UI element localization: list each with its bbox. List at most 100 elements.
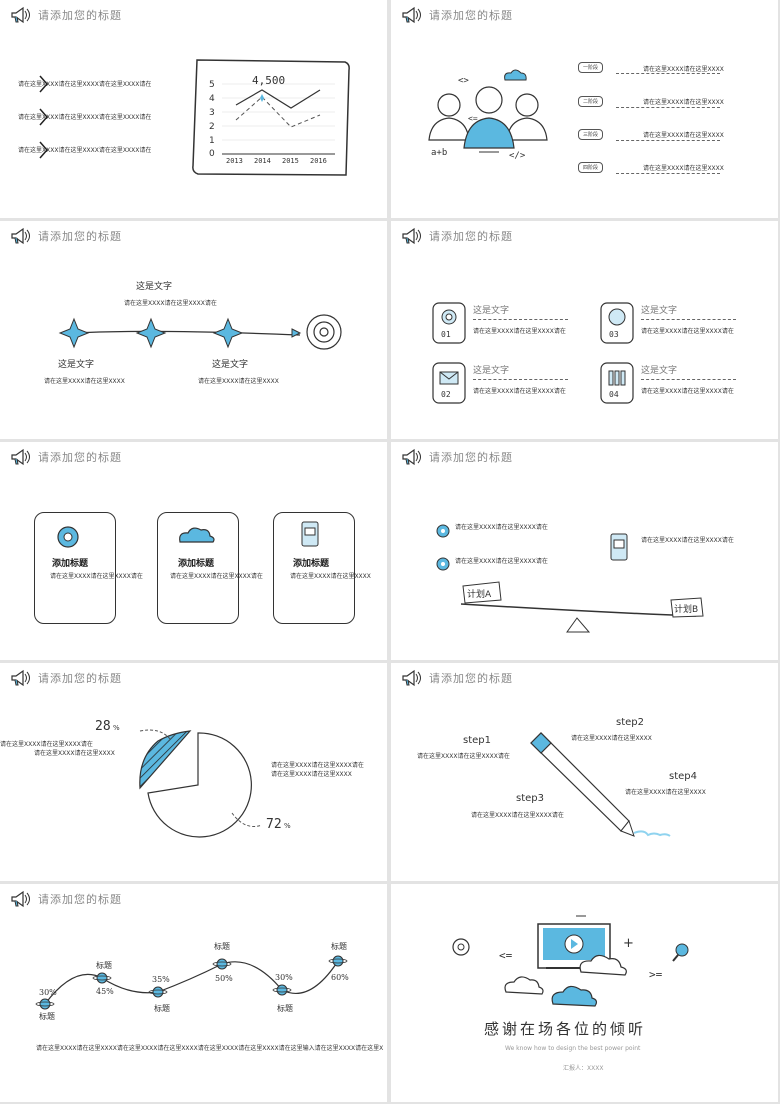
stage-tag: 二阶段	[578, 96, 604, 107]
y-tick: 4	[209, 94, 215, 104]
y-tick: 3	[209, 108, 215, 118]
slide-10[interactable]: <= >= + 感谢在场各位的倾听 We know how to design …	[391, 884, 778, 1102]
box-number: 01	[441, 330, 451, 339]
point-label: 标题	[331, 942, 347, 951]
card-title: 添加标题	[293, 559, 330, 569]
divider	[473, 319, 568, 320]
card-text: 请在这里XXXX请在这里XXXX请在	[170, 573, 263, 580]
percent-sign: %	[284, 822, 291, 830]
divider	[616, 173, 720, 174]
box-number: 03	[609, 330, 619, 339]
point-value: 50%	[215, 974, 233, 983]
plan-b-label: 计划B	[674, 605, 699, 615]
timeline-label: 这是文字	[136, 282, 173, 292]
phone-mail-icon	[301, 521, 319, 547]
bullet-text: 请在这里XXXX请在这里XXXX请在这里XXXX请在	[18, 147, 152, 154]
megaphone-icon	[11, 227, 30, 245]
box-title: 这是文字	[473, 306, 510, 316]
stage-tag: 四阶段	[578, 162, 604, 173]
header-title: 请添加您的标题	[429, 451, 513, 464]
slide-1[interactable]: 请添加您的标题 请在这里XXXX请在这里XXXX请在这里XXXX请在 请在这里X…	[0, 0, 387, 218]
point-label: 标题	[277, 1004, 293, 1013]
timeline-label: 这是文字	[212, 360, 249, 370]
megaphone-icon	[402, 448, 421, 466]
bullet-text: 请在这里XXXX请在这里XXXX请在这里XXXX请在	[18, 81, 152, 88]
closing-illustration	[504, 915, 689, 1007]
box-text: 请在这里XXXX请在这里XXXX请在	[473, 328, 566, 335]
slide-7[interactable]: 请添加您的标题 28 % 72 % 请在这里XXXX请在这里XXXX请在 请在这…	[0, 663, 387, 881]
slide-3[interactable]: 请添加您的标题 这是文字 请在这里XXXX请在这里XXXX请在 这是文字 请在这…	[0, 221, 387, 439]
feature-boxes	[432, 302, 634, 404]
divider	[641, 379, 736, 380]
chart-value-label: 4,500	[252, 74, 286, 87]
megaphone-icon	[402, 669, 421, 687]
slide-header: 请添加您的标题	[401, 669, 513, 687]
megaphone-icon	[11, 669, 30, 687]
step-label: step1	[463, 735, 491, 746]
step-label: step2	[616, 717, 644, 728]
plan-text: 请在这里XXXX请在这里XXXX请在	[455, 558, 548, 565]
box-title: 这是文字	[641, 366, 678, 376]
gear-icon	[436, 524, 450, 571]
point-label: 标题	[39, 1012, 55, 1021]
header-title: 请添加您的标题	[38, 230, 122, 243]
header-title: 请添加您的标题	[429, 230, 513, 243]
megaphone-icon	[11, 890, 30, 908]
divider	[616, 73, 720, 74]
box-title: 这是文字	[641, 306, 678, 316]
slide-header: 请添加您的标题	[401, 6, 513, 24]
x-tick: 2014	[254, 157, 271, 165]
team-people-icon	[428, 69, 548, 153]
pie-text: 请在这里XXXX请在这里XXXX	[271, 771, 352, 778]
pencil-icon	[530, 732, 671, 837]
megaphone-icon	[11, 6, 30, 24]
header-title: 请添加您的标题	[429, 9, 513, 22]
pie-large-value: 72	[266, 817, 282, 832]
y-tick: 1	[209, 136, 215, 146]
slide-8[interactable]: 请添加您的标题 step1 请在这里XXXX请在这里XXXX请在 step2 请…	[391, 663, 778, 881]
slide-4[interactable]: 请添加您的标题 01 03 02 04 这是文字 请在这里XXXX请在这里XXX…	[391, 221, 778, 439]
bullet-text: 请在这里XXXX请在这里XXXX请在这里XXXX请在	[18, 114, 152, 121]
header-title: 请添加您的标题	[38, 672, 122, 685]
timeline-diagram	[58, 314, 342, 350]
stage-tag: 三阶段	[578, 129, 604, 140]
header-title: 请添加您的标题	[38, 9, 122, 22]
y-tick: 0	[209, 149, 215, 159]
cloud-icon	[179, 527, 215, 543]
point-label: 标题	[96, 961, 112, 970]
box-text: 请在这里XXXX请在这里XXXX请在	[641, 388, 734, 395]
ball-icon	[608, 308, 626, 326]
megaphone-icon	[402, 6, 421, 24]
box-text: 请在这里XXXX请在这里XXXX请在	[641, 328, 734, 335]
step-label: step4	[669, 771, 697, 782]
footer-text: 请在这里XXXX请在这里XXXX请在这里XXXX请在这里XXXX请在这里XXXX…	[36, 1045, 384, 1052]
point-value: 30%	[275, 973, 293, 982]
books-icon	[608, 370, 626, 386]
arrow-symbol: <=	[499, 949, 513, 962]
slide-2[interactable]: 请添加您的标题 <> <= a+b </> 一阶段 请在这里XXXX请在这里XX…	[391, 0, 778, 218]
divider	[616, 107, 720, 108]
slide-9[interactable]: 请添加您的标题 30% 标题 标题 45% 35% 标题 标题 50% 30% …	[0, 884, 387, 1102]
plan-text: 请在这里XXXX请在这里XXXX请在	[641, 537, 734, 544]
pie-chart	[139, 729, 263, 838]
timeline-text: 请在这里XXXX请在这里XXXX	[44, 378, 125, 385]
mail-icon	[439, 371, 459, 385]
slide-header: 请添加您的标题	[10, 6, 122, 24]
gear-icon	[441, 309, 457, 325]
gear-icon	[57, 526, 79, 548]
step-text: 请在这里XXXX请在这里XXXX请在	[417, 753, 510, 760]
x-tick: 2015	[282, 157, 299, 165]
divider	[473, 379, 568, 380]
slide-6[interactable]: 请添加您的标题 请在这里XXXX请在这里XXXX请在 请在这里XXXX请在这里X…	[391, 442, 778, 660]
megaphone-icon	[11, 448, 30, 466]
pie-small-value: 28	[95, 719, 111, 734]
divider	[616, 140, 720, 141]
percent-sign: %	[113, 724, 120, 732]
thanks-title: 感谢在场各位的倾听	[484, 1020, 647, 1038]
slide-5[interactable]: 请添加您的标题 添加标题 添加标题 添加标题 请在这里XXXX请在这里XXXX请…	[0, 442, 387, 660]
box-text: 请在这里XXXX请在这里XXXX请在	[473, 388, 566, 395]
slide-header: 请添加您的标题	[10, 890, 122, 908]
timeline-text: 请在这里XXXX请在这里XXXX请在	[124, 300, 217, 307]
wave-timeline	[35, 955, 348, 1010]
divider	[641, 319, 736, 320]
